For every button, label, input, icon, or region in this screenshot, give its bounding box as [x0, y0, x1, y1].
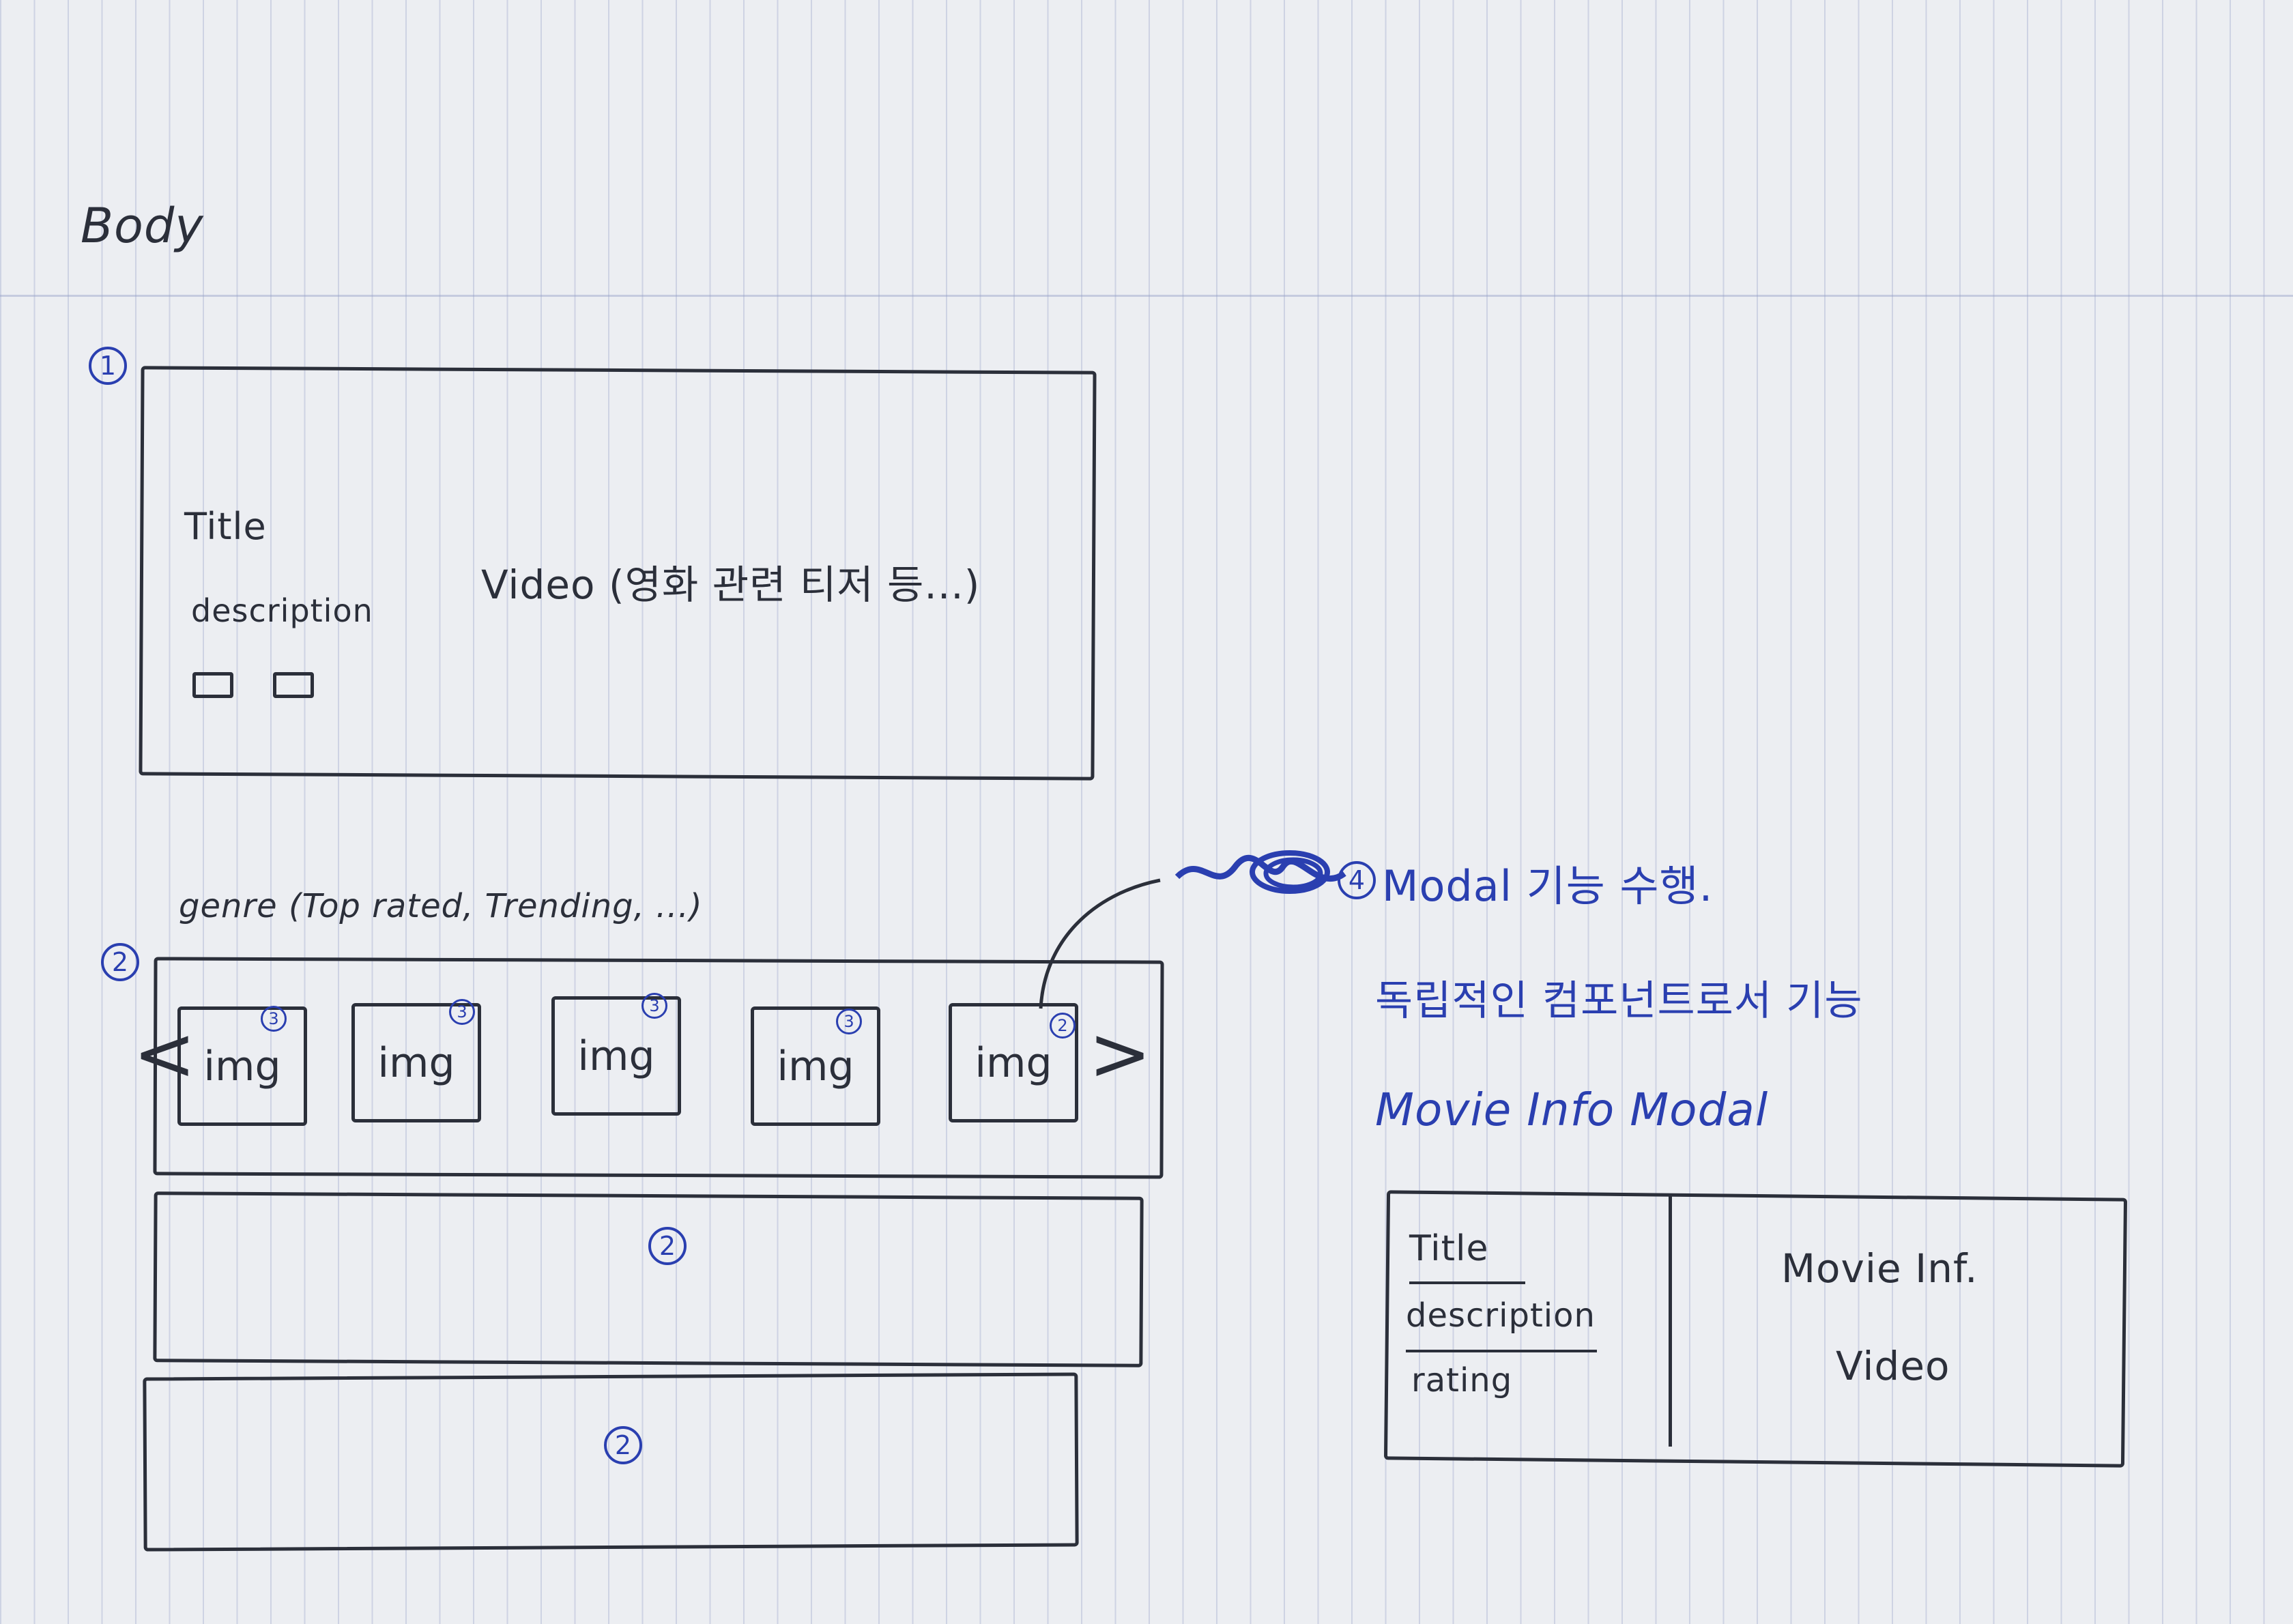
hero-video-label: Video (영화 관련 티저 등...): [481, 562, 981, 608]
genre-caption: genre (Top rated, Trending, ...): [179, 887, 703, 925]
genre-row-marker: 2: [101, 943, 139, 981]
movie-card-label: img: [975, 1039, 1052, 1087]
modal-marker: 4: [1338, 861, 1376, 899]
modal-title-underline: [1409, 1281, 1525, 1284]
modal-description: description: [1406, 1296, 1596, 1335]
modal-heading: Movie Info Modal: [1375, 1084, 1769, 1136]
movie-card-label: img: [377, 1039, 455, 1087]
modal-title: Title: [1409, 1228, 1489, 1269]
movie-card-marker: 3: [641, 993, 667, 1019]
movie-card-marker: 3: [261, 1006, 287, 1032]
hero-description: description: [191, 592, 373, 629]
scribble-mark: [1174, 850, 1346, 894]
hero-marker: 1: [89, 347, 127, 385]
modal-rating: rating: [1411, 1361, 1513, 1400]
hero-button-2: [273, 672, 314, 698]
carousel-next-arrow: >: [1088, 1010, 1152, 1097]
carousel-prev-arrow: <: [133, 1010, 197, 1097]
hero-title: Title: [184, 505, 267, 548]
movie-card-marker: 2: [1050, 1013, 1076, 1039]
notes-line-1: Modal 기능 수행.: [1382, 861, 1714, 911]
modal-description-underline: [1406, 1350, 1597, 1352]
movie-card-3: img: [551, 996, 681, 1116]
header-rule-line: [0, 295, 2293, 297]
movie-card-2: img: [351, 1003, 481, 1122]
movie-card-label: img: [577, 1032, 655, 1080]
movie-card-1: img: [177, 1006, 307, 1126]
movie-card-5: img: [949, 1003, 1078, 1122]
movie-card-4: img: [751, 1006, 880, 1126]
genre-row-box-2: [153, 1191, 1144, 1367]
movie-card-marker: 3: [449, 999, 475, 1025]
modal-info: Movie Inf.: [1781, 1245, 1978, 1292]
hero-button-1: [192, 672, 233, 698]
notes-line-2: 독립적인 컴포넌트로서 기능: [1375, 977, 1863, 1025]
modal-video: Video: [1836, 1343, 1950, 1389]
page-heading: Body: [81, 198, 204, 254]
movie-card-marker: 3: [836, 1009, 862, 1034]
modal-divider: [1669, 1194, 1672, 1447]
movie-card-label: img: [777, 1042, 854, 1090]
genre-row-3-marker: 2: [604, 1426, 642, 1464]
movie-card-label: img: [203, 1042, 281, 1090]
genre-row-2-marker: 2: [648, 1227, 687, 1265]
genre-row-box-3: [143, 1372, 1079, 1552]
